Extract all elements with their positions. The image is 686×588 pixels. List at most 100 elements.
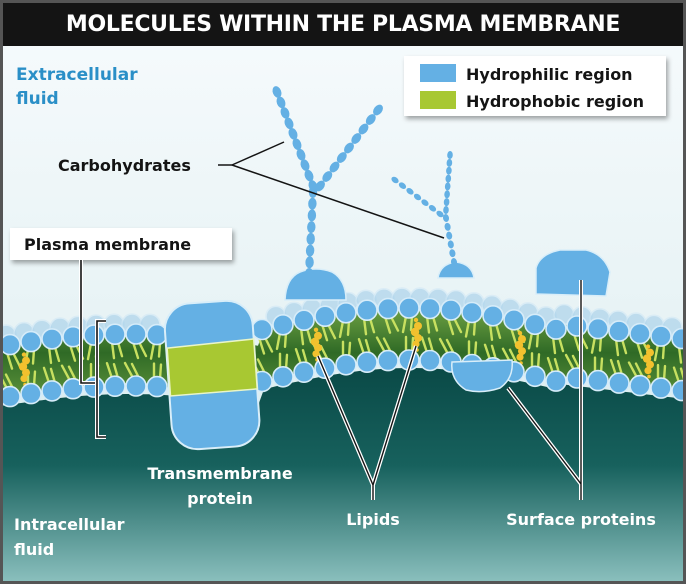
sugar-bead xyxy=(398,182,407,189)
sugar-bead xyxy=(442,214,450,222)
sugar-bead xyxy=(308,197,317,210)
lipid-tail xyxy=(446,316,455,336)
lipid-tail xyxy=(275,331,282,350)
lipid-tail xyxy=(53,345,61,363)
plasma-membrane-label: Plasma membrane xyxy=(24,235,191,254)
lipid-tail xyxy=(357,338,366,356)
transmembrane-protein-label-line1: Transmembrane xyxy=(147,464,292,483)
sugar-bead xyxy=(315,180,325,192)
sugar-bead xyxy=(307,221,316,234)
cholesterol-bead xyxy=(18,362,28,371)
sugar-bead xyxy=(322,171,333,182)
lipid-head-upper xyxy=(335,301,357,324)
sugar-bead xyxy=(329,161,340,173)
sugar-bead xyxy=(421,199,429,206)
lipid-head-upper xyxy=(41,328,63,350)
sugar-bead xyxy=(276,96,286,109)
sugar-bead xyxy=(444,190,450,199)
sugar-bead xyxy=(284,117,294,130)
sugar-bead xyxy=(272,86,282,98)
lipid-tail xyxy=(32,370,37,387)
lipid-tail xyxy=(483,343,492,361)
sugar-bead xyxy=(288,127,298,140)
surface-protein-bottom xyxy=(451,359,513,393)
lipid-tail xyxy=(672,366,681,384)
sugar-bead xyxy=(304,169,314,182)
lipid-tail xyxy=(572,332,581,352)
lipid-tail xyxy=(326,323,337,340)
lipid-head-lower xyxy=(650,377,672,399)
lipid-tail xyxy=(509,326,518,345)
lipid-tail xyxy=(473,341,478,358)
sugar-bead xyxy=(428,205,437,212)
cholesterol-bead xyxy=(518,347,526,356)
sugar-bead xyxy=(445,174,452,183)
lipid-head-lower xyxy=(545,370,567,392)
sugar-bead xyxy=(447,151,453,159)
sugar-bead xyxy=(373,104,383,116)
lipid-head-lower xyxy=(335,353,357,376)
lipid-tail xyxy=(284,353,289,370)
lipid-head-upper xyxy=(293,309,315,332)
sugar-bead xyxy=(336,152,347,163)
lipid-tail xyxy=(410,336,415,354)
intracellular-label-line1: Intracellular xyxy=(14,515,125,534)
cholesterol-bead xyxy=(313,327,319,332)
lipid-tail xyxy=(116,341,124,358)
lipid-tail xyxy=(131,340,140,360)
lipid-tail xyxy=(263,336,274,353)
sugar-bead xyxy=(358,123,369,135)
legend: Hydrophilic region Hydrophobic region xyxy=(404,56,666,116)
cholesterol-bead xyxy=(647,374,651,379)
lipid-tail xyxy=(347,341,352,358)
lipid-tail xyxy=(137,340,148,358)
legend-swatch-hydrophilic xyxy=(420,64,456,82)
surface-proteins-label: Surface proteins xyxy=(506,510,656,529)
title-bar xyxy=(0,0,686,46)
lipid-tail xyxy=(438,337,450,356)
lipid-head-lower xyxy=(587,369,609,392)
lipid-head-upper xyxy=(608,320,630,342)
sugar-bead xyxy=(292,138,302,151)
lipid-tail xyxy=(158,363,163,380)
lipid-tail xyxy=(546,356,555,375)
sugar-bead xyxy=(305,256,314,269)
lipid-tail xyxy=(389,315,400,332)
lipid-tail xyxy=(609,358,618,377)
lipid-head-upper xyxy=(104,323,126,346)
lipid-tail xyxy=(614,337,620,357)
lipid-head-upper xyxy=(503,308,525,331)
lipid-head-lower xyxy=(20,382,42,405)
lipid-tail xyxy=(305,327,313,344)
lipid-tail xyxy=(536,353,541,370)
cholesterol-bead xyxy=(410,327,420,337)
cholesterol-bead xyxy=(644,367,652,375)
sugar-bead xyxy=(446,166,452,175)
lipid-tail xyxy=(662,364,667,382)
cholesterol-bead xyxy=(314,343,322,352)
lipid-head-lower xyxy=(125,375,147,397)
lipid-head-lower xyxy=(104,375,126,398)
cholesterol-bead xyxy=(310,337,320,346)
lipid-head-upper xyxy=(398,297,420,319)
carbohydrates-leader-lines xyxy=(218,141,445,239)
lipid-head-lower xyxy=(272,365,294,388)
lipid-tail xyxy=(149,341,156,360)
lipid-tail xyxy=(42,366,51,385)
lipid-tail xyxy=(425,315,431,334)
lipid-tail xyxy=(599,357,604,374)
sugar-bead xyxy=(436,210,444,218)
lipid-head-lower xyxy=(671,379,686,402)
lipid-head-lower xyxy=(0,385,21,408)
sugar-bead xyxy=(446,158,453,167)
transmembrane-protein xyxy=(163,299,261,451)
cholesterol-bead xyxy=(414,334,422,342)
glycoprotein-base-left xyxy=(284,268,347,301)
lipid-tail xyxy=(368,317,376,334)
sugar-bead xyxy=(413,193,422,201)
lipid-head-upper xyxy=(461,301,483,324)
lipid-tail xyxy=(375,336,387,354)
lipid-tail xyxy=(110,341,116,360)
